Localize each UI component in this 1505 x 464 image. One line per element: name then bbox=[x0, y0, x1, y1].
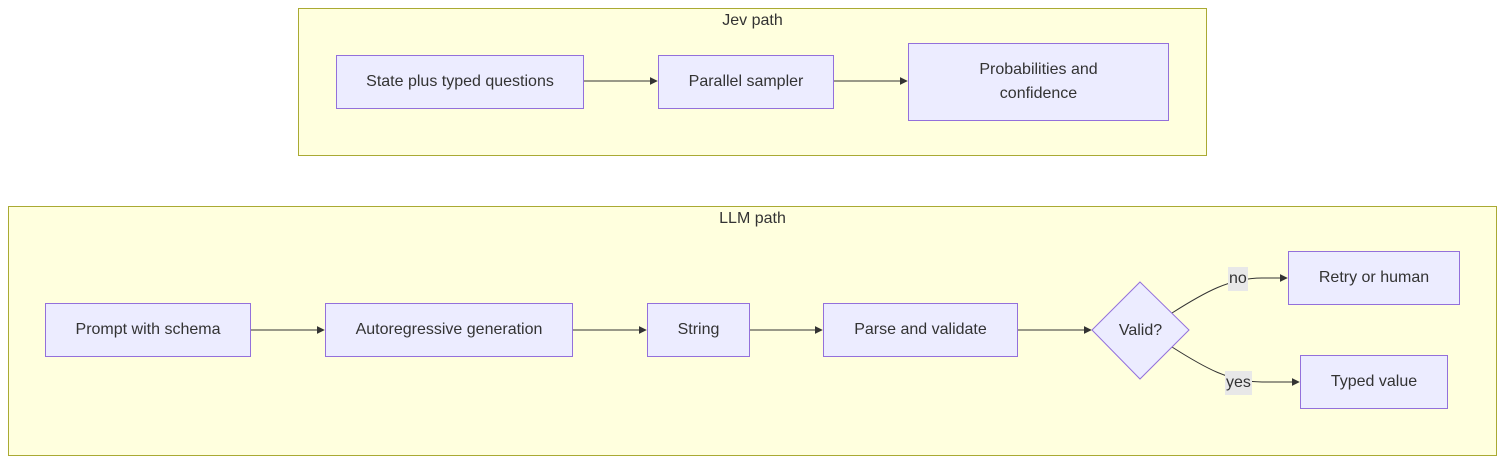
retry-or-human-node: Retry or human bbox=[1288, 251, 1460, 305]
prompt-with-schema-label: Prompt with schema bbox=[75, 321, 221, 338]
prompt-with-schema-node: Prompt with schema bbox=[45, 303, 251, 357]
string-node: String bbox=[647, 303, 750, 357]
parse-and-validate-label: Parse and validate bbox=[854, 321, 987, 338]
llm-path-cluster: LLM path bbox=[8, 206, 1497, 456]
parallel-sampler-node: Parallel sampler bbox=[658, 55, 834, 109]
typed-value-node: Typed value bbox=[1300, 355, 1448, 409]
state-plus-typed-questions-label: State plus typed questions bbox=[366, 73, 554, 90]
probabilities-and-confidence-node: Probabilities and confidence bbox=[908, 43, 1169, 121]
valid-decision-label: Valid? bbox=[1118, 321, 1163, 339]
autoregressive-generation-label: Autoregressive generation bbox=[355, 321, 543, 338]
edge-valid-to-typed bbox=[1171, 346, 1300, 386]
edge-valid-to-retry bbox=[1171, 274, 1288, 314]
retry-or-human-label: Retry or human bbox=[1318, 269, 1430, 286]
llm-path-title: LLM path bbox=[719, 210, 786, 227]
autoregressive-generation-node: Autoregressive generation bbox=[325, 303, 573, 357]
jev-path-title: Jev path bbox=[722, 12, 783, 29]
valid-decision-shape bbox=[1091, 281, 1190, 380]
state-plus-typed-questions-node: State plus typed questions bbox=[336, 55, 584, 109]
probabilities-and-confidence-label: Probabilities and confidence bbox=[979, 61, 1098, 102]
typed-value-label: Typed value bbox=[1330, 373, 1418, 390]
parallel-sampler-label: Parallel sampler bbox=[688, 73, 804, 90]
string-label: String bbox=[677, 321, 720, 338]
valid-decision-node: Valid? bbox=[1092, 282, 1189, 379]
parse-and-validate-node: Parse and validate bbox=[823, 303, 1018, 357]
edge-label-no: no bbox=[1228, 267, 1248, 291]
edge-label-yes: yes bbox=[1225, 371, 1252, 395]
